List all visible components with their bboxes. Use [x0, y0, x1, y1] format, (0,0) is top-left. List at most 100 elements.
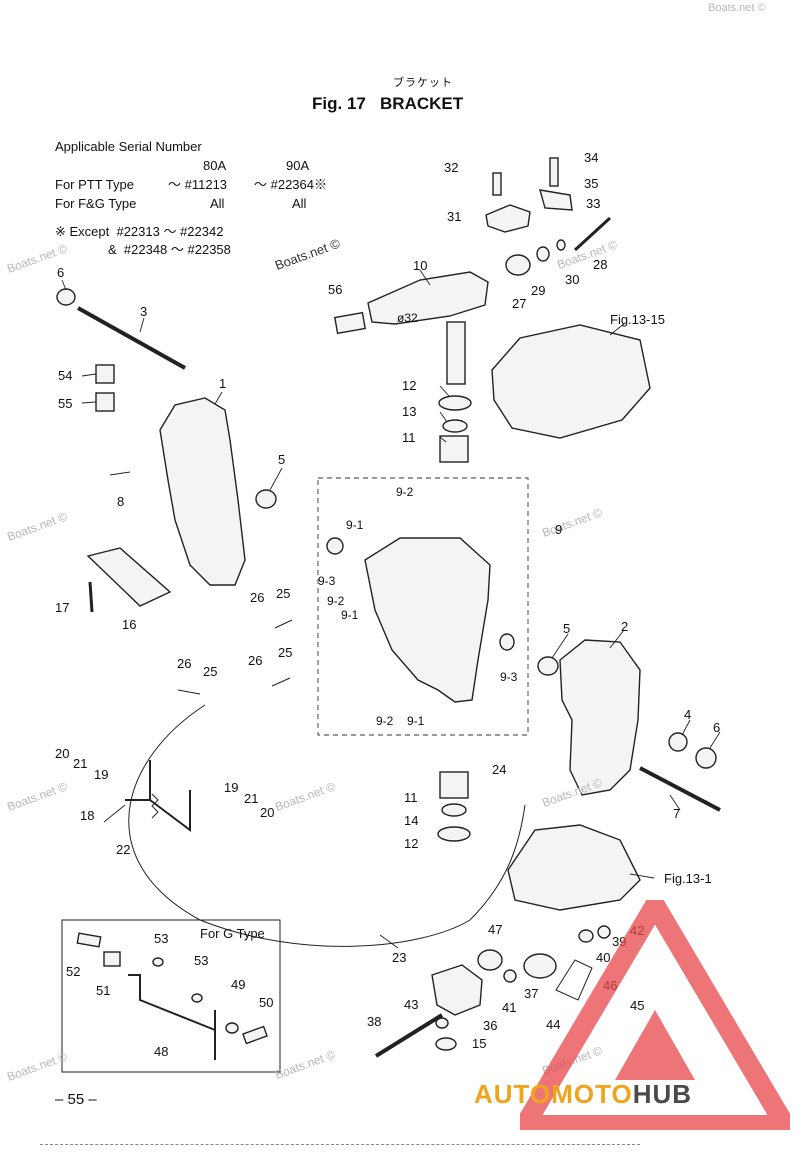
- callout-55: 55: [58, 396, 73, 411]
- watermark: Boats.net ©: [708, 2, 766, 14]
- bolt-part-52: [76, 932, 102, 948]
- bushing-part-37: [523, 953, 557, 979]
- callout-53: 53: [194, 953, 209, 968]
- bushing-part-9-3-left: [326, 537, 344, 555]
- except-line-2: & #22348 ～ #22358: [108, 242, 231, 257]
- callout-56: 56: [328, 282, 343, 297]
- ptt-80a-range: ～ #11213: [168, 177, 228, 192]
- callout-47: 47: [488, 922, 503, 937]
- bolt-part-38: [374, 1013, 444, 1058]
- callout-13: 13: [402, 404, 417, 419]
- rod-part-7: [639, 766, 721, 812]
- callout-45: 45: [630, 998, 645, 1013]
- callout-44: 44: [546, 1017, 561, 1032]
- fg-90a-value: All: [292, 196, 307, 211]
- pad-part-56: [334, 311, 366, 335]
- callout-9-1: 9-1: [341, 608, 359, 622]
- callout-43: 43: [404, 997, 419, 1012]
- callout-10: 10: [413, 258, 428, 273]
- callout-5: 5: [278, 452, 286, 467]
- callout-26: 26: [177, 656, 192, 671]
- nut-part-6-right: [695, 747, 717, 769]
- callout-38: 38: [367, 1014, 382, 1029]
- logo-wordmark: AUTOMOTOHUB: [474, 1079, 692, 1110]
- washer-part-14: [441, 803, 467, 817]
- callout-21: 21: [244, 791, 259, 806]
- callout-40: 40: [596, 950, 611, 965]
- bolt-part-32: [492, 172, 502, 196]
- fitting-part-25-lower: [177, 689, 201, 695]
- callout-19: 19: [94, 767, 109, 782]
- callout-51: 51: [96, 983, 111, 998]
- callout-33: 33: [586, 196, 601, 211]
- callout-53: 53: [154, 931, 169, 946]
- nut-part-30: [556, 239, 566, 251]
- bolt-part-42: [597, 925, 611, 939]
- plate-part-54: [95, 364, 115, 384]
- callout-4: 4: [684, 707, 692, 722]
- clip-part-15: [435, 1037, 457, 1051]
- ref-g-type: For G Type: [200, 926, 265, 941]
- bushing-part-11-lower: [439, 771, 469, 799]
- callout-27: 27: [512, 296, 527, 311]
- plate-part-16: [86, 547, 172, 607]
- callout-36: 36: [483, 1018, 498, 1033]
- washer-part-12-lower: [437, 826, 471, 842]
- bushing-part-9-3-right: [499, 633, 515, 651]
- bushing-part-27: [505, 254, 531, 276]
- callout-25: 25: [203, 664, 218, 679]
- nut-part-39: [578, 929, 594, 943]
- callout-1: 1: [219, 376, 227, 391]
- washer-part-13: [442, 419, 468, 433]
- callout-3: 3: [140, 304, 148, 319]
- callout-6: 6: [713, 720, 721, 735]
- washer-part-5-right: [537, 656, 559, 676]
- page-title: Fig. 17 BRACKET: [312, 94, 464, 113]
- callout-18: 18: [80, 808, 95, 823]
- fitting-part-25-mid: [271, 677, 291, 687]
- leader-lines: [61, 269, 721, 949]
- lower-unit-housing: [507, 824, 641, 911]
- callout-24: 24: [492, 762, 507, 777]
- ref-fig-13-1: Fig.13-1: [664, 871, 712, 886]
- logo-auto: AUTO: [474, 1079, 552, 1109]
- callout-54: 54: [58, 368, 73, 383]
- callout-41: 41: [502, 1000, 517, 1015]
- ref-diameter: ø32: [397, 311, 418, 325]
- japanese-title: ブラケット: [393, 76, 453, 89]
- callout-37: 37: [524, 986, 539, 1001]
- bolt-part-50: [242, 1025, 268, 1045]
- washer-part-12-top: [438, 395, 472, 411]
- fg-80a-value: All: [210, 196, 225, 211]
- callout-7: 7: [673, 806, 681, 821]
- swivel-bracket-part-9: [364, 537, 491, 703]
- spring-part-22: [151, 793, 159, 819]
- washer-part-29: [536, 246, 550, 262]
- callout-48: 48: [154, 1044, 169, 1059]
- except-line-1: ※ Except #22313 ～ #22342: [55, 224, 224, 239]
- callout-9-3: 9-3: [318, 574, 336, 588]
- ref-fig-13-15: Fig.13-15: [610, 312, 665, 327]
- bushing-part-11-top: [439, 435, 469, 463]
- fitting-part-25-upper: [274, 619, 293, 629]
- clamp-part-36: [431, 964, 483, 1016]
- callout-12: 12: [404, 836, 419, 851]
- rod-part-3: [77, 306, 186, 370]
- callout-2: 2: [621, 619, 629, 634]
- pin-part-8: [109, 471, 131, 476]
- callout-9-2: 9-2: [376, 714, 394, 728]
- washer-part-5-left: [255, 489, 277, 509]
- callout-20: 20: [55, 746, 70, 761]
- clamp-part-31: [485, 204, 531, 233]
- steering-arm-part-10: [367, 271, 489, 325]
- cable-part-23: [128, 704, 526, 947]
- lever-part-48: [128, 974, 216, 1060]
- steering-shaft: [446, 321, 466, 385]
- logo-moto: MOTO: [551, 1079, 633, 1109]
- engine-mount-housing: [491, 324, 651, 439]
- serial-col-90a: 90A: [286, 158, 310, 173]
- callout-26: 26: [250, 590, 265, 605]
- callout-8: 8: [117, 494, 125, 509]
- callout-9-3: 9-3: [500, 670, 518, 684]
